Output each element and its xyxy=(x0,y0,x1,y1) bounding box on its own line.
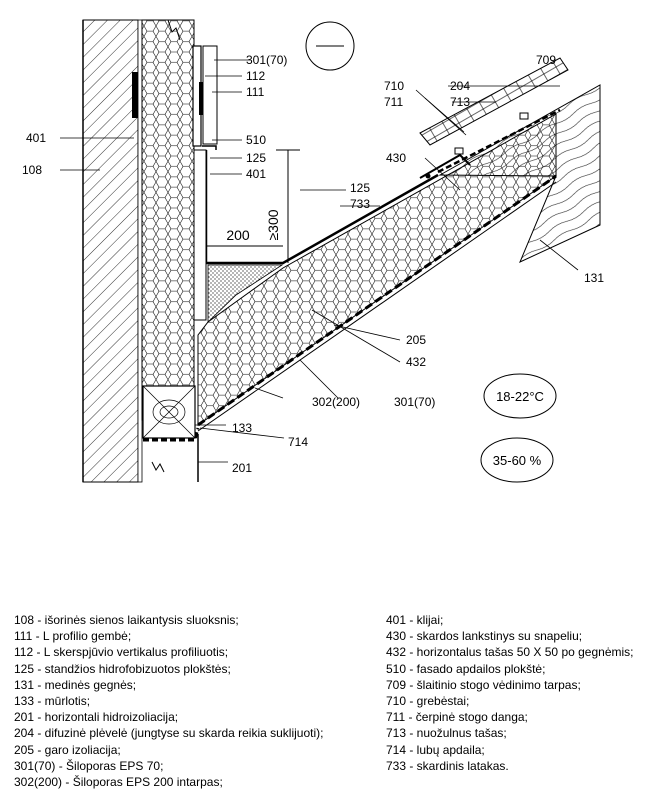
callout-112: 112 xyxy=(246,69,265,83)
legend-item: 713 - nuožulnus tašas; xyxy=(386,726,507,741)
legend-item: 714 - lubų apdaila; xyxy=(386,742,485,757)
callout-111: 111 xyxy=(246,85,265,99)
callout-432: 432 xyxy=(406,355,426,369)
callout-302-200: 302(200) xyxy=(312,395,360,409)
profile-112 xyxy=(199,82,205,115)
callout-711: 711 xyxy=(384,95,403,109)
callout-710: 710 xyxy=(384,79,404,93)
fill-302 xyxy=(207,264,284,323)
legend-item: 201 - horizontali hidroizoliacija; xyxy=(14,710,179,725)
legend-item: 301(70) - Šiloporas EPS 70; xyxy=(14,758,164,773)
callout-301-70-bot: 301(70) xyxy=(394,395,435,409)
rafter-131 xyxy=(438,84,601,263)
callout-401-b: 401 xyxy=(246,167,266,181)
callout-714: 714 xyxy=(288,435,308,449)
callout-201: 201 xyxy=(232,461,252,475)
legend-item: 108 - išorinės sienos laikantysis sluoks… xyxy=(14,613,239,627)
vapour-barrier-205 xyxy=(197,174,557,427)
humidity-label: 35-60 % xyxy=(493,453,542,468)
callout-133: 133 xyxy=(232,421,252,435)
legend-item: 430 - skardos lankstinys su snapeliu; xyxy=(386,629,583,644)
roof-tiles-711 xyxy=(419,57,569,146)
legend-item: 131 - medinės gegnės; xyxy=(14,677,137,692)
legend-item: 133 - mūrlotis; xyxy=(14,694,91,709)
legend-item: 204 - difuzinė plėvelė (jungtyse su skar… xyxy=(14,726,324,741)
temperature-label: 18-22°C xyxy=(496,389,544,404)
dim-height: ≥300 xyxy=(265,209,281,240)
callout-713: 713 xyxy=(450,95,470,109)
legend-item: 711 - čerpinė stogo danga; xyxy=(386,710,528,725)
legend: 108 - išorinės sienos laikantysis sluoks… xyxy=(0,600,663,800)
legend-item: 432 - horizontalus tašas 50 X 50 po gegn… xyxy=(386,645,634,660)
callout-125-a: 125 xyxy=(246,151,266,165)
legend-item: 710 - grebėstai; xyxy=(386,694,470,709)
wall-108 xyxy=(82,19,139,483)
callout-301-70-top: 301(70) xyxy=(246,53,287,67)
legend-item: 205 - garo izoliacija; xyxy=(14,742,121,757)
legend-item: 510 - fasado apdailos plokštė; xyxy=(386,661,546,676)
axis-symbol xyxy=(305,21,355,71)
dim-width: 200 xyxy=(226,227,250,243)
membrane-204 xyxy=(437,108,561,174)
callout-733: 733 xyxy=(350,197,370,211)
profile-111 xyxy=(202,45,218,145)
legend-item: 125 - standžios hidrofobizuotos plokštės… xyxy=(14,661,231,676)
legend-item: 112 - L skerspjūvio vertikalus profiliuo… xyxy=(14,645,229,660)
callout-709: 709 xyxy=(536,53,556,67)
legend-item: 709 - šlaitinio stogo vėdinimo tarpas; xyxy=(386,677,581,692)
facade-insulation-301 xyxy=(141,19,195,421)
flashing-430 xyxy=(419,153,471,179)
callout-204: 204 xyxy=(450,79,470,93)
legend-item: 401 - klijai; xyxy=(386,613,444,627)
humidity-badge xyxy=(480,437,554,483)
callout-108: 108 xyxy=(22,163,42,177)
legend-column-right: 401 - klijai; 430 - skardos lankstinys s… xyxy=(386,612,662,774)
temperature-badge xyxy=(483,373,557,419)
callout-510: 510 xyxy=(246,133,266,147)
callout-205: 205 xyxy=(406,333,426,347)
roof-wall-junction-drawing: ≥300 200 301(70) 112 111 401 108 510 1 xyxy=(22,19,604,483)
legend-item: 111 - L profilio gembė; xyxy=(14,629,132,644)
legend-item: 302(200) - Šiloporas EPS 200 intarpas; xyxy=(14,775,223,790)
callout-401-left: 401 xyxy=(26,131,46,145)
callout-125-b: 125 xyxy=(350,181,370,195)
callout-131: 131 xyxy=(584,271,604,285)
legend-column-left: 108 - išorinės sienos laikantysis sluoks… xyxy=(14,612,384,790)
board-125 xyxy=(193,149,207,321)
callout-430: 430 xyxy=(386,151,406,165)
legend-item: 733 - skardinis latakas. xyxy=(386,758,509,773)
adhesive-401 xyxy=(137,19,143,483)
